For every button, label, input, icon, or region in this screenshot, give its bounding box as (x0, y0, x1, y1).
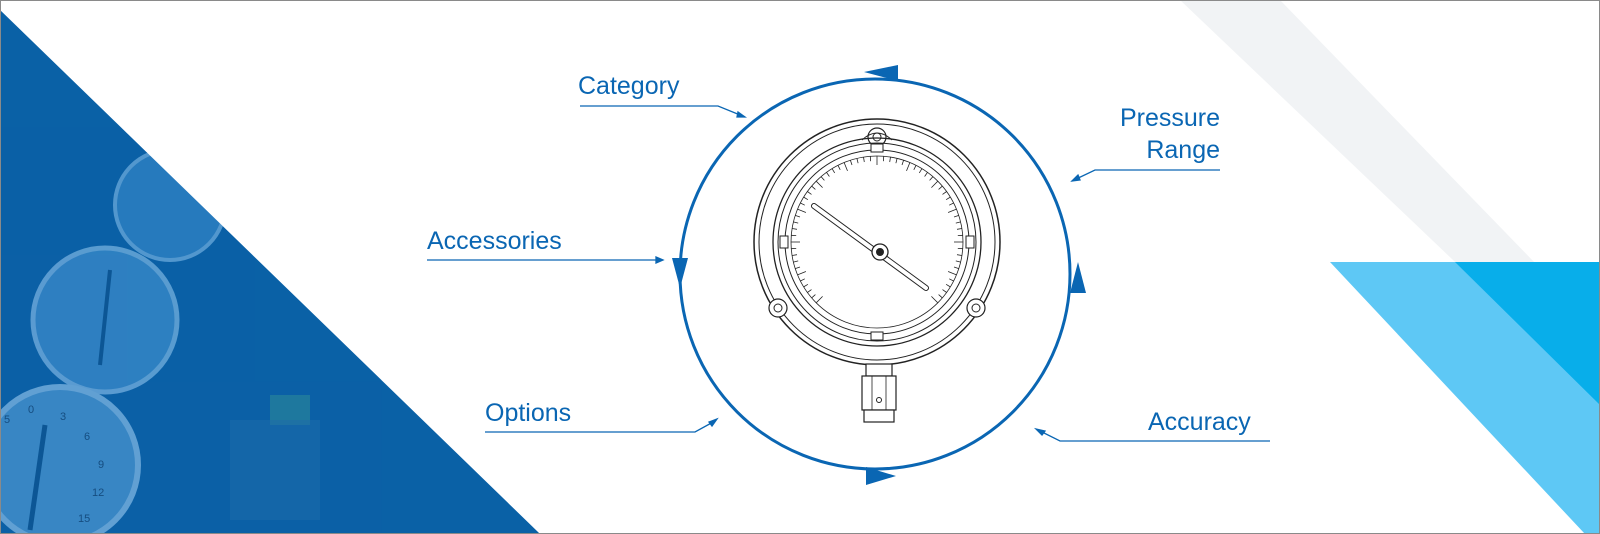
gauge-tick (800, 278, 805, 282)
bg-gauge-number: 0 (28, 404, 34, 416)
gauge-tick (956, 254, 962, 256)
gauge-tick (803, 283, 809, 288)
gauge-tick (918, 168, 923, 174)
label-pressure-range-line2: Range (1146, 136, 1220, 164)
label-accuracy: Accuracy (1148, 408, 1251, 436)
bg-gauge-number: 9 (98, 459, 104, 471)
gauge-tick (931, 296, 939, 304)
gauge-tick (797, 271, 807, 276)
gauge-tick (906, 162, 911, 172)
right-bright-blue-panel (1455, 262, 1600, 405)
pressure-pointer-line (1071, 169, 1220, 182)
gauge-tick (931, 180, 939, 188)
gauge-tick (947, 208, 957, 213)
arrow-head-bottom (866, 467, 896, 485)
bg-gauge-number: 12 (92, 487, 104, 499)
background-gauges-photo (0, 10, 540, 534)
gauge-tick (949, 202, 954, 206)
gauge-tick (826, 172, 830, 177)
category-pointer-line (580, 105, 746, 118)
gauge-tick (955, 260, 961, 263)
gauge-tick (815, 180, 823, 188)
options-pointer-line (485, 420, 716, 433)
gauge-tick (949, 278, 954, 282)
arrow-head-top (864, 65, 898, 81)
gauge-tick (820, 176, 825, 181)
gauge-tick (837, 165, 841, 170)
bg-gauge-number: 3 (60, 411, 66, 423)
pressure-gauge-drawing (753, 118, 1001, 423)
gauge-tick (942, 289, 947, 293)
label-accessories: Accessories (427, 227, 562, 255)
gauge-tick (895, 158, 898, 164)
gauge-tick (811, 294, 816, 299)
gauge-tick (815, 296, 823, 304)
accuracy-pointer-line (1037, 429, 1270, 442)
gauge-tick (863, 157, 865, 163)
gauge-tick (955, 221, 961, 224)
gauge-tick (889, 157, 891, 163)
label-pressure-range-line1: Pressure (1119, 104, 1220, 132)
gauge-tick (953, 215, 959, 218)
gauge-tick (800, 202, 805, 206)
gauge-tick (856, 158, 859, 164)
label-category: Category (578, 72, 680, 100)
gauge-tick (793, 221, 799, 224)
gauge-tick (811, 185, 816, 190)
gauge-tick (793, 260, 799, 263)
bg-gauge-number: 6 (84, 431, 90, 443)
gauge-tick (850, 160, 853, 166)
gauge-tick (831, 168, 836, 174)
options-pointer-tip (707, 417, 719, 428)
arrow-head-right (1070, 262, 1086, 293)
gauge-tick (803, 196, 809, 201)
gauge-tick (792, 228, 798, 230)
gauge-tick (795, 266, 801, 269)
arrow-head-left (672, 258, 688, 288)
gauge-tick (843, 162, 848, 172)
gauge-tick (938, 294, 943, 299)
bg-gauge-number: 15 (78, 513, 90, 525)
gauge-tick (953, 266, 959, 269)
gauge-tick (913, 165, 917, 170)
gauge-tick (942, 191, 947, 195)
gauge-tick (901, 160, 904, 166)
gauge-tick (956, 228, 962, 230)
pressure-pointer-tip (1070, 173, 1081, 182)
gauge-tick (945, 283, 951, 288)
gauge-tick (945, 196, 951, 201)
accuracy-pointer-tip (1033, 427, 1047, 436)
accessories-pointer-tip (655, 256, 665, 264)
gauge-tick (924, 172, 928, 177)
gauge-tick (807, 289, 812, 293)
gauge-tick (807, 191, 812, 195)
label-options: Options (485, 399, 572, 427)
gauge-tick (792, 254, 798, 256)
category-pointer-tip (736, 110, 748, 118)
gauge-tick (938, 185, 943, 190)
gauge-tick (797, 208, 807, 213)
gauge-tick (947, 271, 957, 276)
gauge-tick (795, 215, 801, 218)
gauge-tick (929, 176, 934, 181)
bg-gauge-number: 5 (4, 414, 10, 426)
